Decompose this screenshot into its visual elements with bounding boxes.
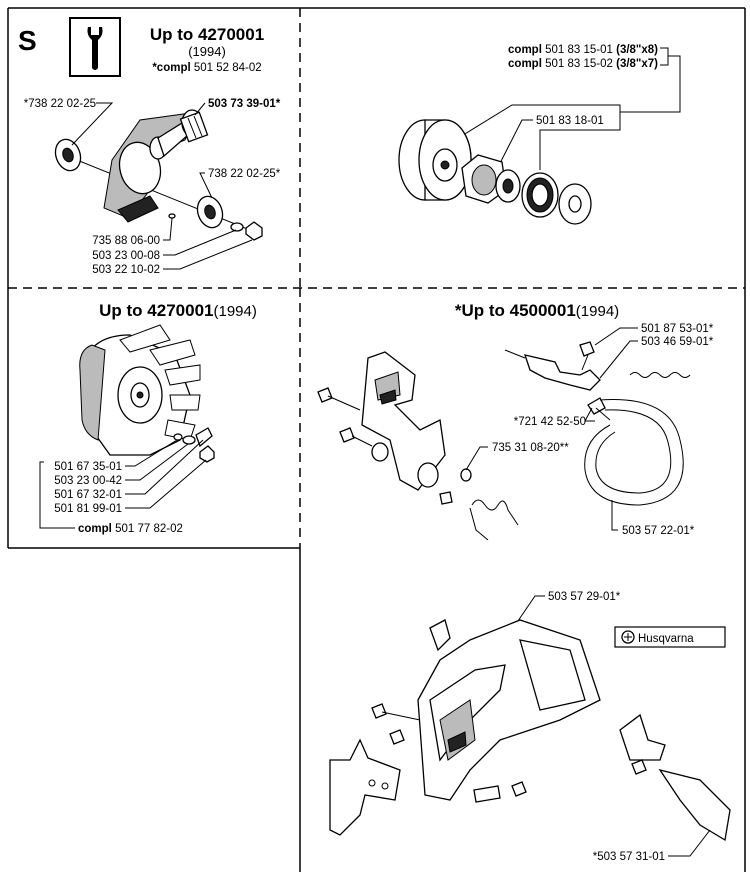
label-flywheel-4: 501 81 99-01 [54,503,122,515]
label-key: 735 88 06-00 [92,235,160,247]
brake-cover-drawing [371,619,731,842]
panel-3-leaders [39,439,207,529]
panel-4-leaders [465,327,638,531]
label-spike: *503 57 31-01 [593,851,665,863]
panel-3-compl: compl 501 77 82-02 [78,523,183,535]
label-brake-lever: 501 87 53-01* [641,323,714,335]
label-brake-circlip: 735 31 08-20** [492,442,569,454]
clutch-drum-drawing [398,119,592,225]
label-brake-band: 503 57 22-01* [622,525,695,537]
panel-1-leaders [71,102,253,270]
label-brake-pin: *721 42 52-50 [514,416,586,428]
compl-2: compl 501 83 15-02 (3/8"x7) [508,58,658,70]
label-flywheel-3: 501 67 32-01 [54,489,122,501]
flywheel-drawing [79,324,215,463]
brand-logo: Husqvarna [614,626,726,648]
panel-flywheel: Up to 4270001(1994) [39,301,257,535]
brake-bracket-drawing [317,351,519,541]
panel-clutch-drum: compl 501 83 15-01 (3/8"x8) compl 501 83… [398,44,681,225]
felling-spike-drawing [329,738,401,836]
brand-name: Husqvarna [638,633,694,645]
label-flywheel-2: 503 23 00-42 [54,475,122,487]
label-flywheel-1: 501 67 35-01 [54,461,122,473]
panel-crankshaft: S Up to 4270001 (1994) *compl 501 52 84-… [18,17,281,276]
panel-1-year: (1994) [188,44,226,59]
panel-brake-cover: 503 57 29-01* Husqvarna [329,591,731,863]
panel-1-heading: Up to 4270001 [150,25,264,44]
panel-3-heading: Up to 4270001(1994) [99,301,257,320]
compl-1: compl 501 83 15-01 (3/8"x8) [508,44,658,56]
label-needle-bearing: 503 73 39-01* [208,98,281,110]
brake-lever-drawing [504,341,691,421]
crankshaft-drawing [54,109,263,241]
panel-chain-brake: *Up to 4500001(1994) [317,301,714,541]
label-bearing-right: 738 22 02-25* [208,168,281,180]
panel-4-heading: *Up to 4500001(1994) [455,301,619,320]
label-cover: 503 57 29-01* [548,591,621,603]
label-brake-spring: 503 46 59-01* [641,336,714,348]
label-washer: 503 23 00-08 [92,250,160,262]
label-nut: 503 22 10-02 [92,264,160,276]
section-letter: S [18,25,37,56]
label-rim: 501 83 18-01 [536,115,604,127]
label-bearing-left: *738 22 02-25 [24,98,96,110]
brake-band-drawing [584,399,684,506]
panel-dividers [7,7,746,872]
panel-1-compl: *compl 501 52 84-02 [152,62,261,74]
wrench-icon [69,17,121,77]
